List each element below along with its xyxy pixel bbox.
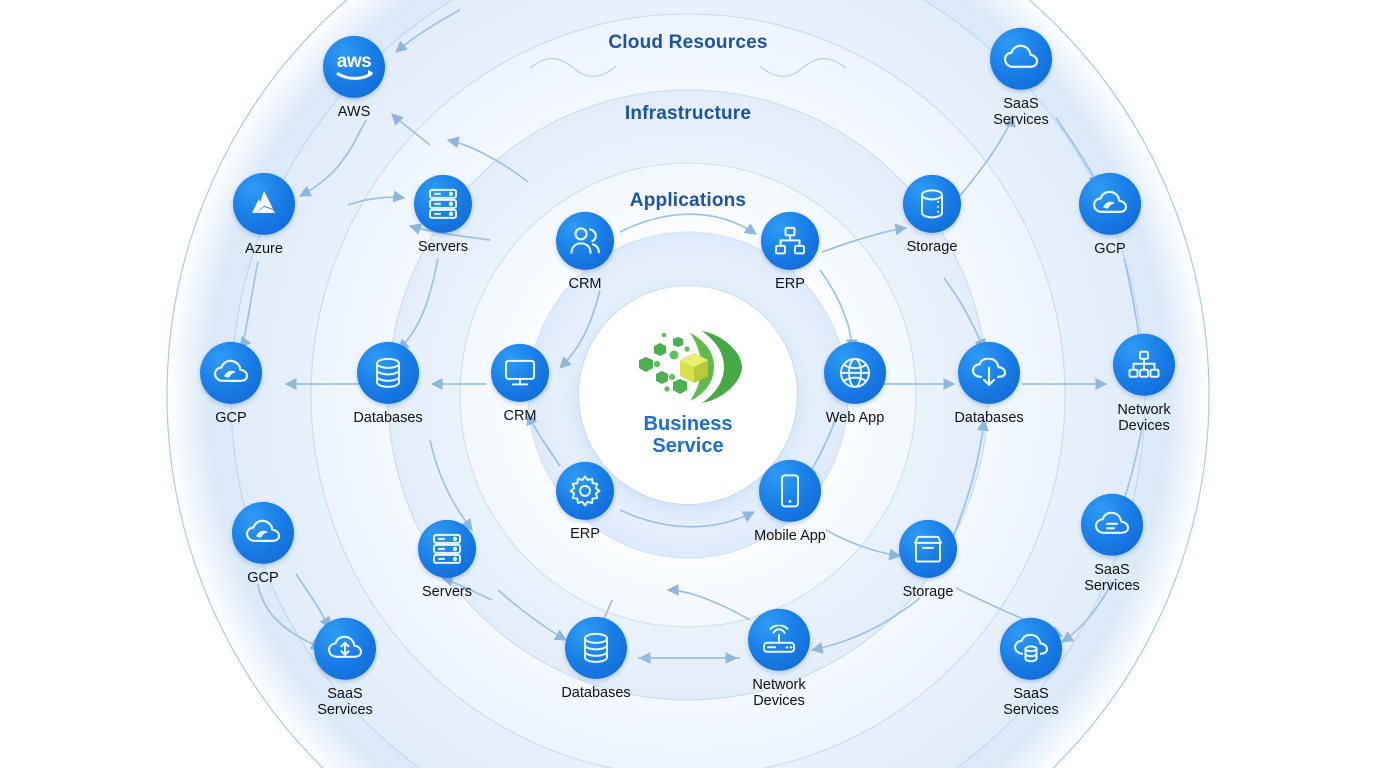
router-wifi-icon xyxy=(748,608,810,671)
cloud-icon xyxy=(990,27,1052,90)
node-label: SaaS Services xyxy=(993,95,1049,128)
node-erp-top[interactable]: ERP xyxy=(720,211,860,292)
node-storage-top[interactable]: Storage xyxy=(862,174,1002,255)
node-crm-top[interactable]: CRM xyxy=(515,211,655,292)
node-servers-bottom[interactable]: Servers xyxy=(377,519,517,600)
node-label: Databases xyxy=(561,684,631,701)
link-group xyxy=(239,9,1146,664)
node-label: Network Devices xyxy=(1117,401,1171,434)
ring-infra-outer-stroke xyxy=(310,13,1066,768)
node-saas-bottom-right[interactable]: SaaS Services xyxy=(961,617,1101,718)
node-saas-bottom-left[interactable]: SaaS Services xyxy=(275,617,415,718)
users-icon xyxy=(556,211,614,270)
database-cylinder-icon xyxy=(565,616,627,679)
node-label: CRM xyxy=(568,275,602,292)
database-cylinder-icon xyxy=(357,341,419,404)
node-label: GCP xyxy=(1094,240,1126,257)
node-label: Network Devices xyxy=(752,676,806,709)
cloud-upload-icon xyxy=(314,617,376,680)
node-mobile-app[interactable]: Mobile App xyxy=(720,459,860,544)
node-network-devices-right[interactable]: Network Devices xyxy=(1074,333,1214,434)
node-gcp-left[interactable]: GCP xyxy=(161,341,301,426)
node-erp-bottom[interactable]: ERP xyxy=(515,461,655,542)
cloud-swoosh-icon xyxy=(1079,172,1141,235)
server-rack-icon xyxy=(418,519,476,578)
ring-label-applications: Applications xyxy=(629,190,747,211)
node-crm-left[interactable]: CRM xyxy=(450,343,590,424)
node-label: Databases xyxy=(353,409,423,426)
node-label: Servers xyxy=(422,583,472,600)
node-label: CRM xyxy=(503,407,537,424)
ring-notch-right xyxy=(759,58,847,77)
node-saas-top-right[interactable]: SaaS Services xyxy=(951,27,1091,128)
org-chart-icon xyxy=(761,211,819,270)
cloud-lines-icon xyxy=(1081,493,1143,556)
ring-outer-stroke xyxy=(166,0,1210,768)
node-label: SaaS Services xyxy=(317,685,373,718)
azure-logo-icon xyxy=(233,172,295,235)
center-node-label: Business Service xyxy=(643,412,733,457)
node-label: ERP xyxy=(775,275,805,292)
node-servers-top[interactable]: Servers xyxy=(373,174,513,255)
ring-notch-left xyxy=(529,58,617,77)
node-saas-right-lower[interactable]: SaaS Services xyxy=(1042,493,1182,594)
ring-apps-outer-stroke xyxy=(459,162,917,628)
node-label: Mobile App xyxy=(754,527,826,544)
node-aws-top[interactable]: aws AWS xyxy=(284,35,424,120)
node-label: Azure xyxy=(245,240,283,257)
aws-logo-icon: aws xyxy=(323,35,385,98)
node-label: Databases xyxy=(954,409,1024,426)
ring-label-infrastructure: Infrastructure xyxy=(624,103,752,124)
gear-icon xyxy=(556,461,614,520)
node-storage-bottom[interactable]: Storage xyxy=(858,519,998,600)
business-service-logo xyxy=(630,327,746,410)
node-databases-left[interactable]: Databases xyxy=(318,341,458,426)
node-label: GCP xyxy=(247,569,279,586)
globe-icon xyxy=(824,341,886,404)
node-label: Storage xyxy=(902,583,954,600)
node-gcp-right[interactable]: GCP xyxy=(1040,172,1180,257)
storage-box-icon xyxy=(899,519,957,578)
network-tree-icon xyxy=(1113,333,1175,396)
node-web-app[interactable]: Web App xyxy=(785,341,925,426)
center-node-business-service[interactable]: Business Service xyxy=(579,286,797,504)
node-databases-right[interactable]: Databases xyxy=(919,341,1059,426)
cloud-database-icon xyxy=(1000,617,1062,680)
ring-label-cloud-resources: Cloud Resources xyxy=(608,32,768,53)
node-label: ERP xyxy=(570,525,600,542)
svg-text:aws: aws xyxy=(337,52,371,72)
node-label: GCP xyxy=(215,409,247,426)
node-gcp-left-lower[interactable]: GCP xyxy=(193,501,333,586)
smartphone-icon xyxy=(759,459,821,522)
node-label: Servers xyxy=(418,238,468,255)
storage-drum-icon xyxy=(903,174,961,233)
monitor-icon xyxy=(491,343,549,402)
cloud-download-icon xyxy=(958,341,1020,404)
cloud-swoosh-icon xyxy=(200,341,262,404)
node-network-devices-bottom[interactable]: Network Devices xyxy=(709,608,849,709)
node-label: SaaS Services xyxy=(1003,685,1059,718)
server-rack-icon xyxy=(414,174,472,233)
node-label: Storage xyxy=(906,238,958,255)
node-azure-left[interactable]: Azure xyxy=(194,172,334,257)
node-databases-bottom[interactable]: Databases xyxy=(526,616,666,701)
node-label: SaaS Services xyxy=(1084,561,1140,594)
node-label: AWS xyxy=(337,103,371,120)
node-label: Web App xyxy=(825,409,885,426)
cloud-swoosh-icon xyxy=(232,501,294,564)
